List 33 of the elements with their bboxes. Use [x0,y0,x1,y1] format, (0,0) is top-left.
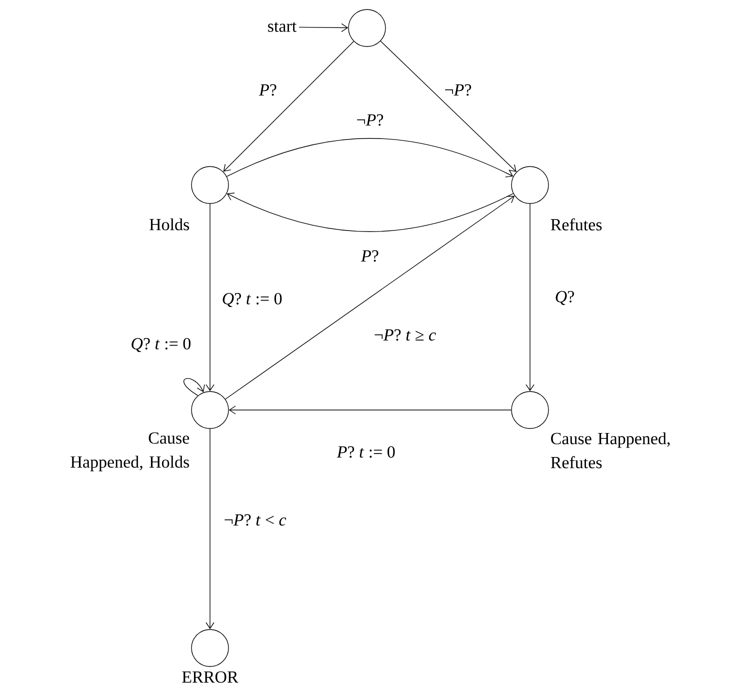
state-name: Holds [150,218,190,230]
edge-label: P? [360,248,380,264]
edge-label: Q? [553,289,576,306]
edge-label: ¬P? [442,82,474,98]
state-circle [191,391,229,429]
arrow [380,40,516,172]
state-name: Cause Happened, Refutes [550,432,670,468]
state-name: Cause Happened, Holds [70,432,190,472]
arrow [526,203,534,392]
edge-label: Q? t := 0 [220,291,284,309]
edge-label: ¬P? [354,112,386,128]
edge-label: P? [258,82,278,98]
arrow [223,40,354,172]
arrow [183,378,205,396]
state-label: start [268,22,297,32]
arrow [228,406,512,414]
state-circle [191,629,229,667]
edge-label: P? t := 0 [335,444,397,460]
state-circle [348,9,386,47]
arrow [298,23,348,32]
edge-label: ¬P? t < c [222,512,288,528]
edge-label: Q? t := 0 [129,336,193,354]
state-name: Refutes [550,218,602,230]
arrow [226,138,514,178]
arrow [225,196,515,400]
state-name: ERROR [182,671,238,683]
arrow [206,428,214,630]
edge-label: ¬P? t ≥ c [372,328,438,342]
state-circle [511,391,549,429]
state-circle [191,166,229,204]
arrow [206,203,214,392]
state-circle [511,166,549,204]
arrow [226,192,514,232]
